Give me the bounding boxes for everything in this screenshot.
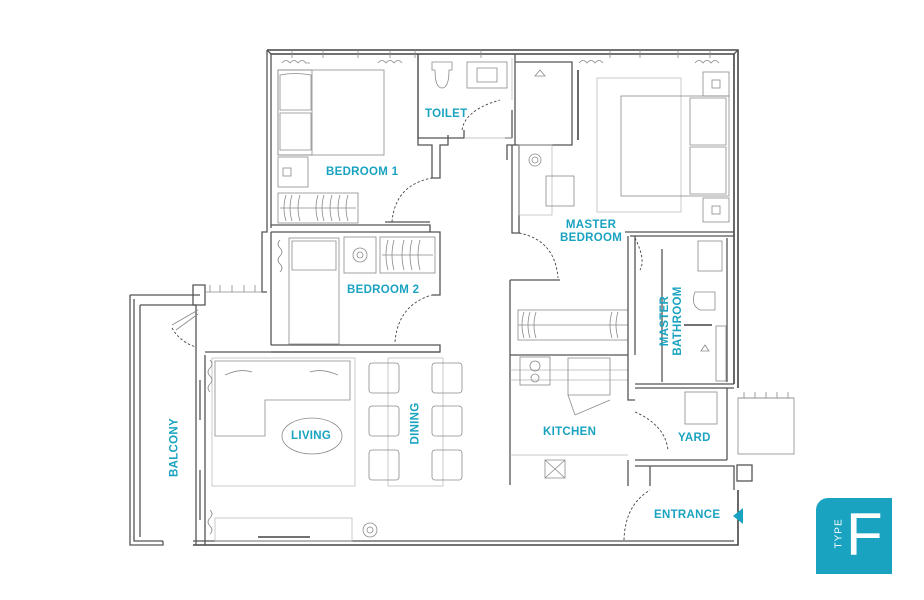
bedroom1-furniture (271, 54, 449, 233)
label-master-bedroom-line2: BEDROOM (560, 232, 623, 244)
label-master-bedroom: MASTER BEDROOM (560, 219, 622, 245)
living-dining-furniture (205, 351, 463, 542)
label-master-bathroom-line2: BATHROOM (672, 286, 684, 356)
outer-walls (193, 49, 739, 546)
label-kitchen: KITCHEN (543, 426, 597, 438)
entrance-arrow-icon (733, 508, 743, 524)
master-bedroom-furniture (511, 60, 735, 279)
label-balcony: BALCONY (168, 418, 181, 477)
bathroom-yard-fixtures (623, 238, 795, 541)
label-bedroom2: BEDROOM 2 (347, 284, 420, 296)
toilet-fixtures (417, 54, 579, 160)
label-master-bathroom: MASTER BATHROOM (659, 281, 685, 361)
label-bedroom1: BEDROOM 1 (326, 166, 399, 178)
label-dining: DINING (409, 402, 422, 445)
balcony-outline (129, 284, 262, 546)
unit-type-label: TYPE (833, 518, 845, 549)
unit-type-letter: F (846, 501, 883, 568)
kitchen-furniture (509, 236, 636, 485)
label-entrance: ENTRANCE (654, 509, 721, 521)
unit-type-badge: TYPE F (816, 498, 892, 574)
label-master-bathroom-line1: MASTER (659, 295, 671, 347)
label-master-bedroom-line1: MASTER (565, 219, 617, 231)
label-living: LIVING (291, 430, 332, 442)
label-toilet: TOILET (425, 108, 468, 120)
label-yard: YARD (678, 432, 711, 444)
